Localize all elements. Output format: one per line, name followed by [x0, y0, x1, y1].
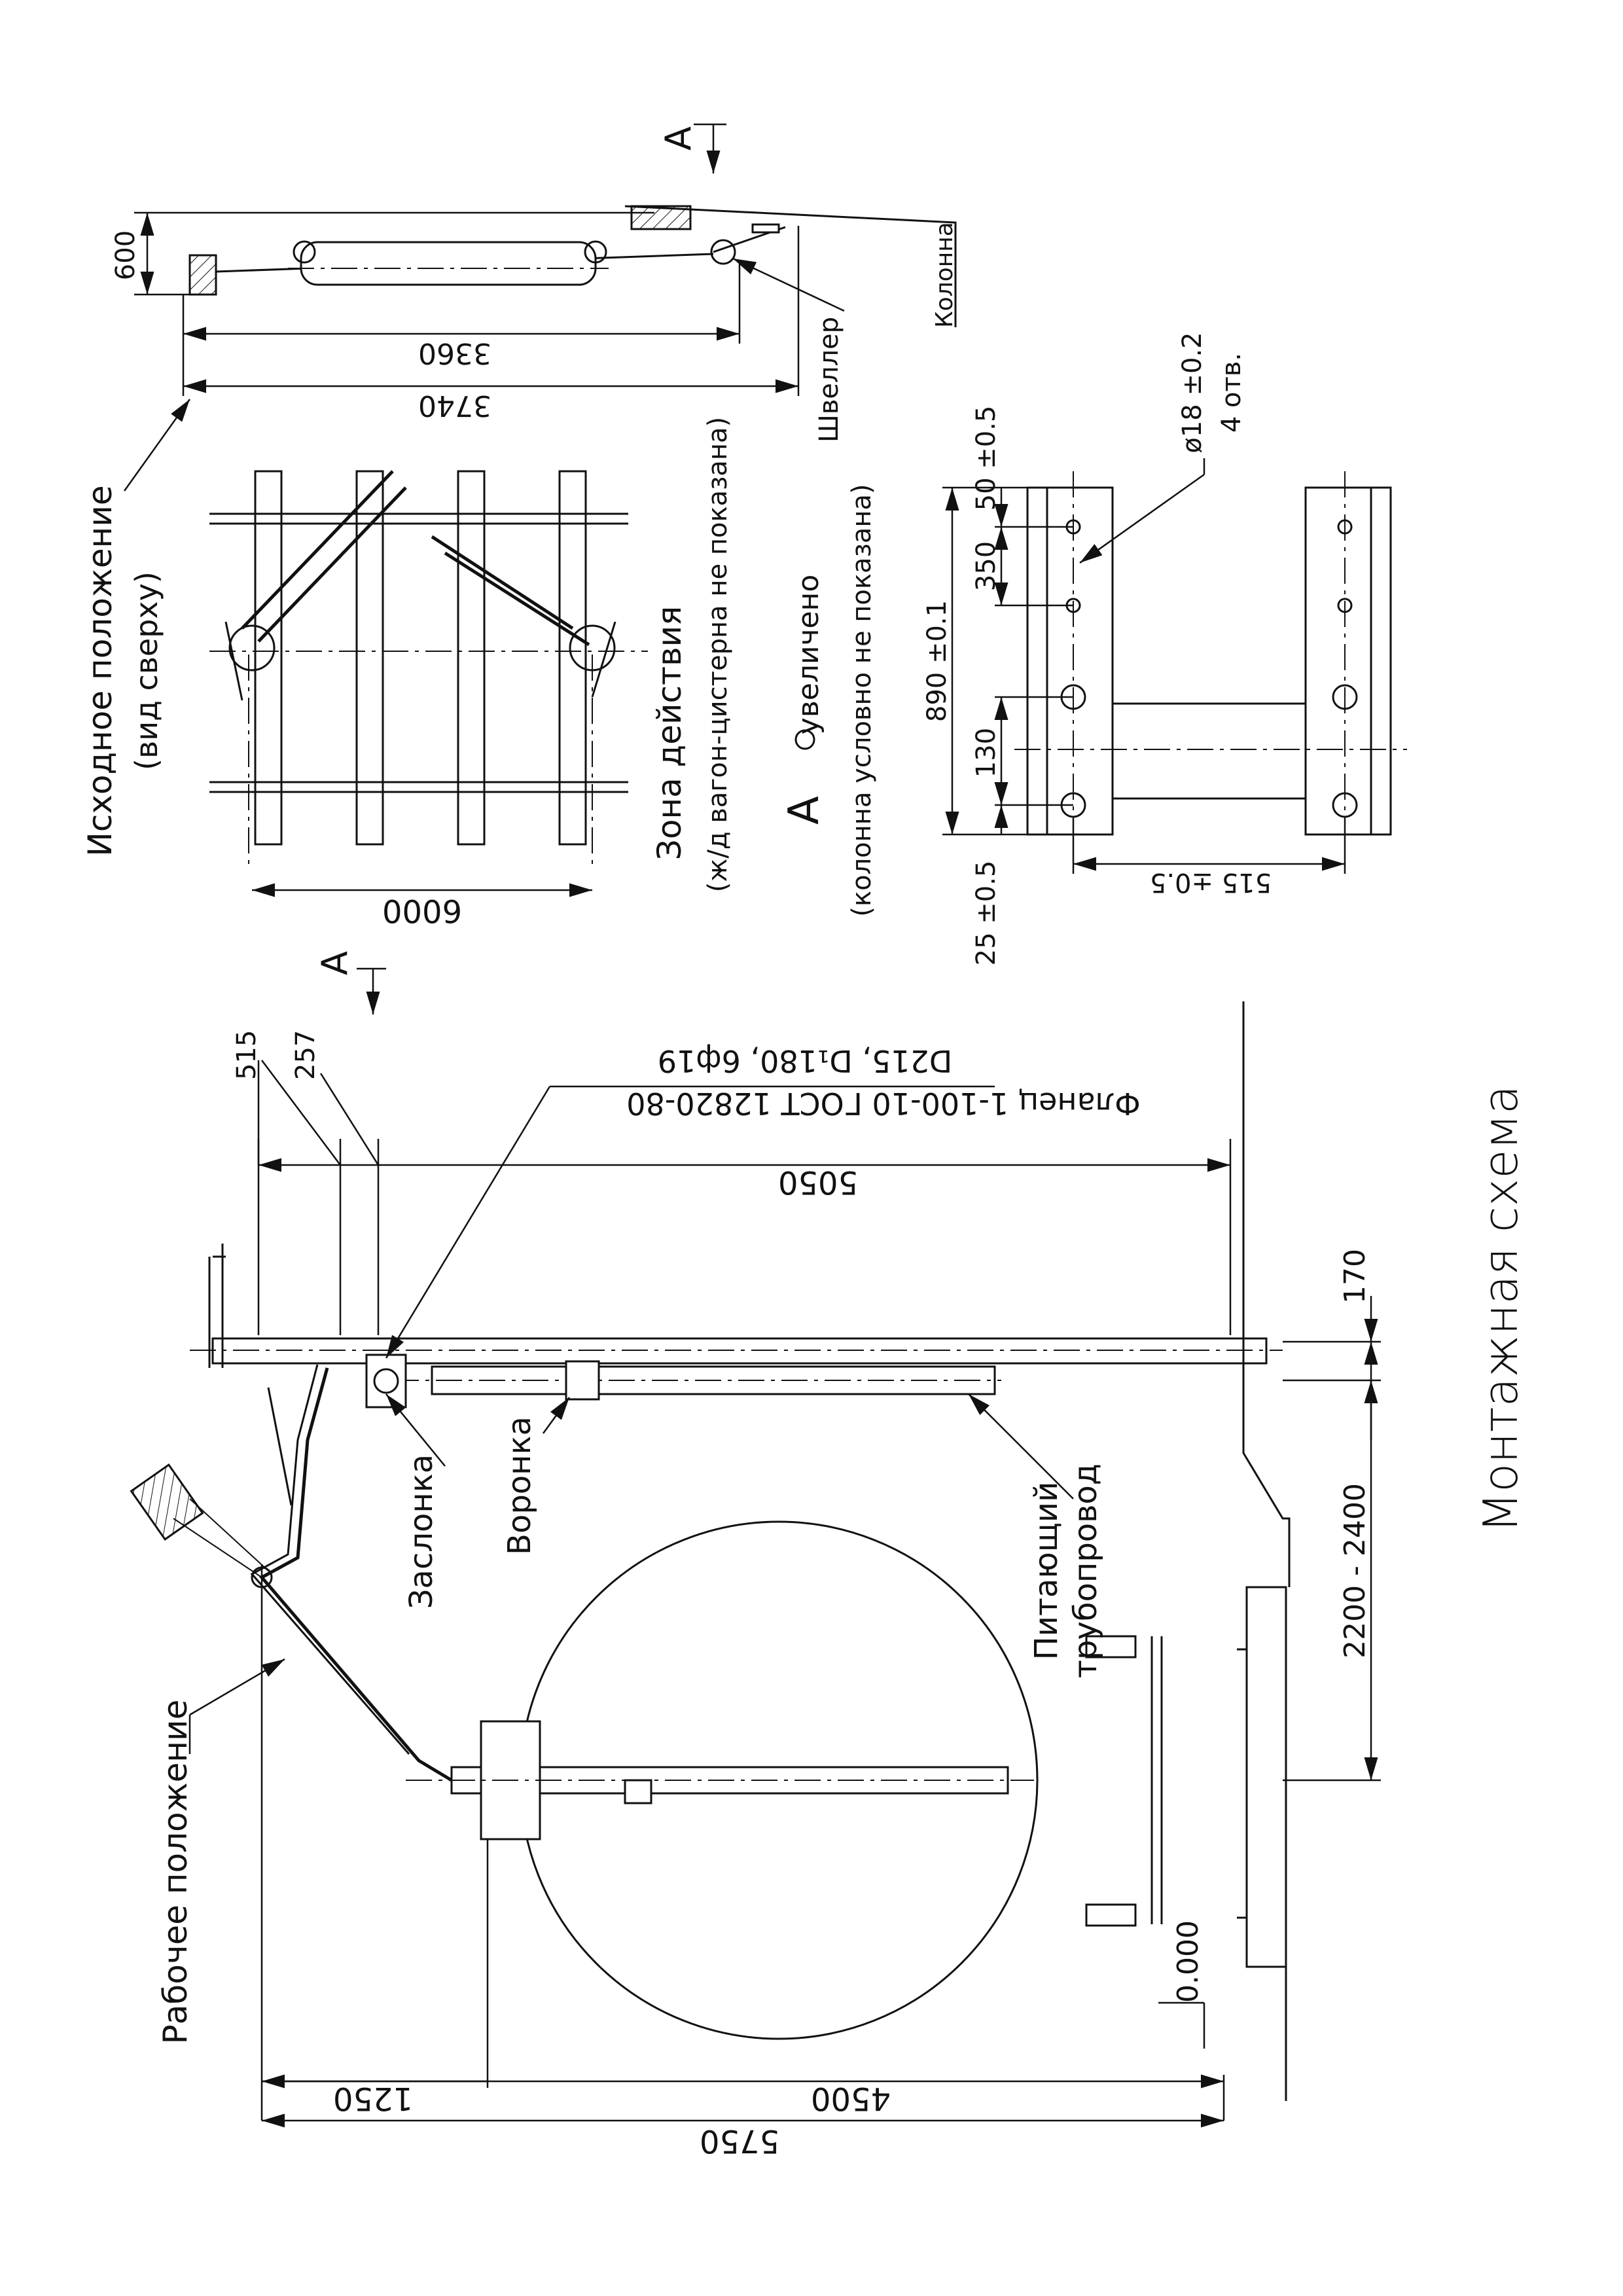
label-zone: Зона действия	[651, 606, 688, 860]
pivot-right	[569, 624, 616, 672]
counterweight	[130, 1463, 204, 1541]
mounting-plate-left	[1026, 486, 1114, 836]
plan-arm	[300, 241, 597, 286]
funnel	[565, 1360, 600, 1401]
label-supply-pipe-2: трубопровод	[1067, 1463, 1104, 1678]
detail-a-letter: А	[780, 796, 829, 825]
pivot-left	[228, 624, 276, 672]
detail-a-note: (колонна условно не показана)	[847, 484, 877, 916]
sheet-title: Монтажная схема	[1473, 1085, 1528, 1533]
label-top-view: (вид сверху)	[129, 571, 164, 770]
dim-50: 50 ±0.5	[971, 406, 1001, 511]
holes-count: 4 отв.	[1217, 353, 1247, 433]
rail-2	[1085, 1903, 1137, 1927]
label-supply-pipe-1: Питающий	[1028, 1482, 1065, 1660]
section-a-marker-side: А	[314, 951, 355, 975]
dim-5050: 5050	[778, 1164, 858, 1200]
detail-a-view: А увеличено (колонна условно не показана…	[780, 332, 1407, 965]
label-flange-2: D215, D₁180, 6ф19	[658, 1043, 953, 1079]
dim-3740: 3740	[418, 389, 491, 422]
section-a-marker-plan: А	[658, 126, 699, 151]
hole	[1337, 519, 1353, 535]
label-column: Колонна	[931, 222, 958, 328]
dim-6000: 6000	[382, 892, 462, 929]
dim-25: 25 ±0.5	[971, 861, 1001, 966]
dim-515-detail: 515 ±0.5	[1150, 867, 1272, 897]
label-working-position: Рабочее положение	[156, 1700, 194, 2045]
bolt	[1332, 684, 1358, 710]
dim-170: 170	[1338, 1249, 1372, 1304]
dim-5750: 5750	[700, 2123, 779, 2159]
side-view: 5750 4500 1250 5050 515 257 2200 - 2400 …	[130, 951, 1381, 2159]
dim-515: 515	[232, 1030, 262, 1080]
mounting-plate-right	[1304, 486, 1392, 836]
dim-350: 350	[971, 541, 1001, 591]
label-channel: Швеллер	[814, 317, 844, 442]
holes-diameter: ø18 ±0.2	[1177, 332, 1207, 453]
ground-line	[1242, 1001, 1291, 1587]
bolt	[1332, 792, 1358, 818]
hole	[1337, 598, 1353, 613]
dim-3360: 3360	[418, 336, 491, 370]
elevation-mark: 0.000	[1171, 1920, 1205, 2003]
detail-a-enlarged: увеличено	[792, 575, 825, 735]
sleeper	[1245, 1586, 1287, 1968]
label-funnel: Воронка	[501, 1416, 538, 1555]
bracket-beam	[1111, 702, 1307, 800]
dim-4500: 4500	[811, 2080, 891, 2117]
rail	[1085, 1635, 1137, 1659]
dim-600: 600	[111, 230, 141, 280]
dim-257: 257	[291, 1030, 321, 1080]
dim-890: 890 ±0.1	[922, 600, 952, 722]
dim-130: 130	[971, 728, 1001, 778]
label-flange-1: Фланец 1-100-10 ГОСТ 12820-80	[626, 1086, 1140, 1121]
plan-view: 600 3360 3740 Швеллер Колонна А	[111, 123, 958, 442]
top-view: 6000 Исходное положение (вид сверху) Зон…	[81, 399, 733, 929]
plan-counterweight	[188, 254, 217, 296]
label-zone-note: (ж/д вагон-цистерна не показана)	[703, 417, 733, 892]
dim-1250: 1250	[333, 2080, 413, 2117]
plan-channel	[630, 205, 692, 230]
label-initial-position: Исходное положение	[81, 485, 119, 856]
loading-arm	[259, 1367, 453, 1782]
label-gate: Заслонка	[403, 1454, 440, 1609]
dim-2200-2400: 2200 - 2400	[1338, 1483, 1372, 1659]
gate	[365, 1354, 407, 1408]
